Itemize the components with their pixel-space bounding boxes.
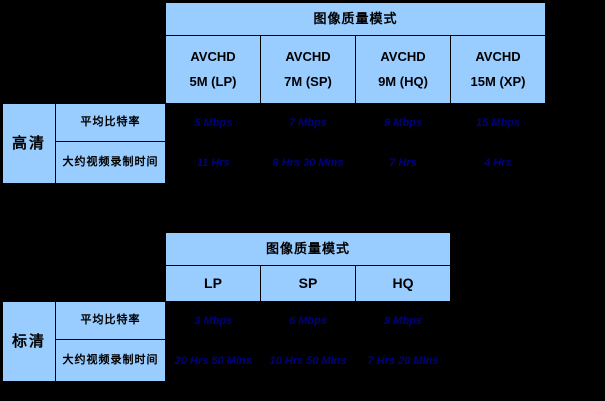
hd-mode-2-line1: AVCHD xyxy=(285,48,331,64)
hd-header-title: 图像质量模式 xyxy=(165,2,546,36)
hd-rectime-value-4: 4 Hrs xyxy=(484,156,512,169)
sd-rectime-value-1: 20 Hrs 50 Mins xyxy=(174,354,252,367)
hd-rectime-value-2: 8 Hrs 30 Mins xyxy=(272,156,344,169)
hd-mode-4-line2: 15M (XP) xyxy=(470,73,526,89)
hd-bitrate-value-3: 9 Mbps xyxy=(384,116,422,129)
sd-corner-spacer-b xyxy=(56,233,166,266)
hd-mode-1-line1: AVCHD xyxy=(190,48,236,64)
hd-spec-table: 图像质量模式 AVCHD 5M (LP) AVCHD 7M (SP) AVCHD… xyxy=(2,2,546,184)
hd-corner-spacer-b xyxy=(56,3,166,36)
hd-mode-3-line2: 9M (HQ) xyxy=(378,73,428,89)
hd-rectime-value-1: 11 Hrs xyxy=(196,156,230,169)
hd-corner-spacer-a xyxy=(3,3,56,36)
sd-header-row: 图像质量模式 xyxy=(3,232,451,266)
sd-header-title: 图像质量模式 xyxy=(165,232,451,266)
sd-mode-row: LP SP HQ xyxy=(3,265,451,302)
sd-mode-cell-1: LP xyxy=(165,265,261,302)
sd-group-label: 标清 xyxy=(2,301,56,382)
sd-spec-table: 图像质量模式 LP SP HQ 标清 平均比特率 3 Mbps 6 Mbps 9… xyxy=(2,232,451,382)
hd-header-row: 图像质量模式 xyxy=(3,2,546,36)
sd-bitrate-row: 标清 平均比特率 3 Mbps 6 Mbps 9 Mbps xyxy=(2,301,451,382)
sd-mode-spacer-b xyxy=(56,266,166,302)
sd-bitrate-value-1: 3 Mbps xyxy=(194,314,233,327)
hd-bitrate-label: 平均比特率 xyxy=(55,103,166,142)
sd-corner-spacer-a xyxy=(3,233,56,266)
hd-rectime-row: 大约视频录制时间 11 Hrs 8 Hrs 30 Mins 7 Hrs 4 Hr… xyxy=(3,141,546,184)
hd-bitrate-row: 高清 平均比特率 5 Mbps 7 Mbps 9 Mbps 15 Mbps xyxy=(2,103,546,184)
sd-bitrate-value-2: 6 Mbps xyxy=(289,314,327,327)
hd-mode-spacer-b xyxy=(56,36,166,104)
sd-mode-cell-3: HQ xyxy=(355,265,451,302)
sd-rectime-value-2: 10 Hrs 50 Mins xyxy=(269,354,347,367)
hd-mode-cell-2: AVCHD 7M (SP) xyxy=(260,35,356,104)
hd-mode-3-line1: AVCHD xyxy=(380,48,426,64)
hd-bitrate-value-1: 5 Mbps xyxy=(194,116,233,129)
sd-rectime-label: 大约视频录制时间 xyxy=(55,339,166,382)
hd-mode-cell-3: AVCHD 9M (HQ) xyxy=(355,35,451,104)
sd-rectime-row: 大约视频录制时间 20 Hrs 50 Mins 10 Hrs 50 Mins 7… xyxy=(3,339,451,382)
hd-mode-cell-4: AVCHD 15M (XP) xyxy=(450,35,546,104)
sd-mode-spacer-a xyxy=(3,266,56,302)
sd-mode-cell-2: SP xyxy=(260,265,356,302)
hd-mode-2-line2: 7M (SP) xyxy=(284,73,332,89)
hd-mode-row: AVCHD 5M (LP) AVCHD 7M (SP) AVCHD 9M (HQ… xyxy=(3,35,546,104)
hd-mode-1-line2: 5M (LP) xyxy=(189,73,237,89)
hd-group-label: 高清 xyxy=(2,103,56,184)
hd-rectime-label: 大约视频录制时间 xyxy=(55,141,166,184)
hd-rectime-value-3: 7 Hrs xyxy=(389,156,417,169)
hd-bitrate-value-4: 15 Mbps xyxy=(475,116,520,129)
hd-mode-cell-1: AVCHD 5M (LP) xyxy=(165,35,261,104)
sd-rectime-value-3: 7 Hrs 20 Mins xyxy=(367,354,439,367)
sd-bitrate-label: 平均比特率 xyxy=(55,301,166,340)
hd-mode-4-line1: AVCHD xyxy=(475,48,521,64)
sd-bitrate-value-3: 9 Mbps xyxy=(384,314,422,327)
hd-bitrate-value-2: 7 Mbps xyxy=(289,116,327,129)
hd-mode-spacer-a xyxy=(3,36,56,104)
